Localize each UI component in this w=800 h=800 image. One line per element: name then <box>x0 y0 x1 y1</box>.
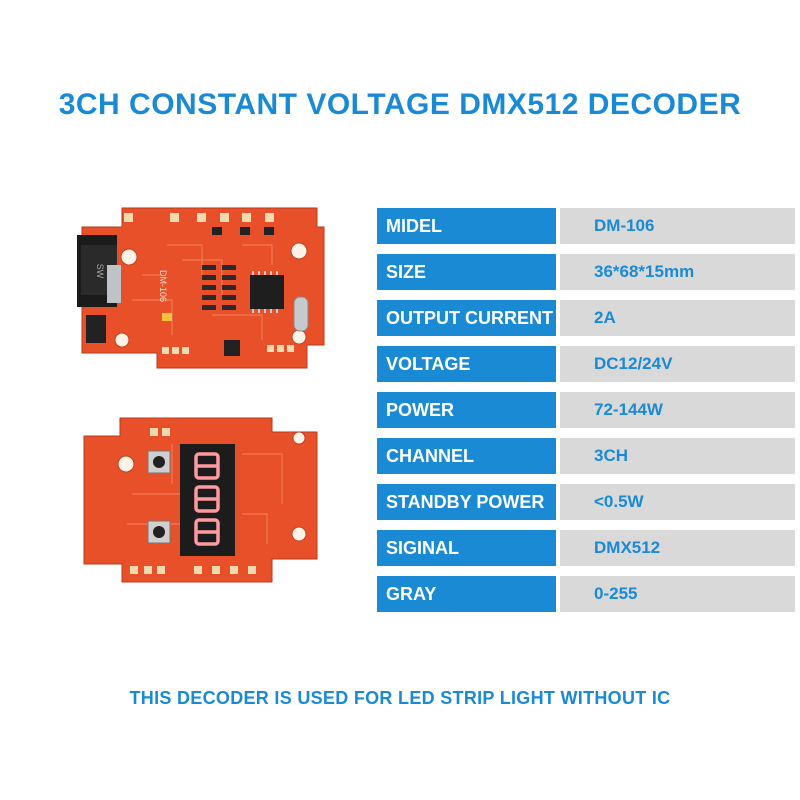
spec-value: DM-106 <box>560 208 795 244</box>
spec-row-size: SIZE 36*68*15mm <box>377 254 795 290</box>
spec-value: 72-144W <box>560 392 795 428</box>
spec-label: CHANNEL <box>377 438 556 474</box>
spec-row-output-current: OUTPUT CURRENT 2A <box>377 300 795 336</box>
pcb-silkscreen: DM-106 <box>158 270 168 302</box>
spec-label: VOLTAGE <box>377 346 556 382</box>
spec-row-signal: SIGINAL DMX512 <box>377 530 795 566</box>
pcb-top-image: SW DM-106 <box>77 207 325 369</box>
spec-label: POWER <box>377 392 556 428</box>
spec-row-channel: CHANNEL 3CH <box>377 438 795 474</box>
spec-value: 36*68*15mm <box>560 254 795 290</box>
spec-value: 0-255 <box>560 576 795 612</box>
spec-value: 3CH <box>560 438 795 474</box>
spec-label: MIDEL <box>377 208 556 244</box>
spec-label: GRAY <box>377 576 556 612</box>
page-title: 3CH CONSTANT VOLTAGE DMX512 DECODER <box>58 88 742 121</box>
spec-label: SIGINAL <box>377 530 556 566</box>
spec-value: <0.5W <box>560 484 795 520</box>
capacitor-label: SW <box>95 264 105 279</box>
spec-row-power: POWER 72-144W <box>377 392 795 428</box>
spec-label: SIZE <box>377 254 556 290</box>
spec-row-model: MIDEL DM-106 <box>377 208 795 244</box>
spec-label: STANDBY POWER <box>377 484 556 520</box>
spec-row-voltage: VOLTAGE DC12/24V <box>377 346 795 382</box>
spec-row-gray: GRAY 0-255 <box>377 576 795 612</box>
pcb-bottom-image <box>83 417 318 583</box>
spec-label: OUTPUT CURRENT <box>377 300 556 336</box>
spec-row-standby-power: STANDBY POWER <0.5W <box>377 484 795 520</box>
spec-value: 2A <box>560 300 795 336</box>
spec-value: DC12/24V <box>560 346 795 382</box>
footer-note: THIS DECODER IS USED FOR LED STRIP LIGHT… <box>129 688 671 708</box>
spec-value: DMX512 <box>560 530 795 566</box>
